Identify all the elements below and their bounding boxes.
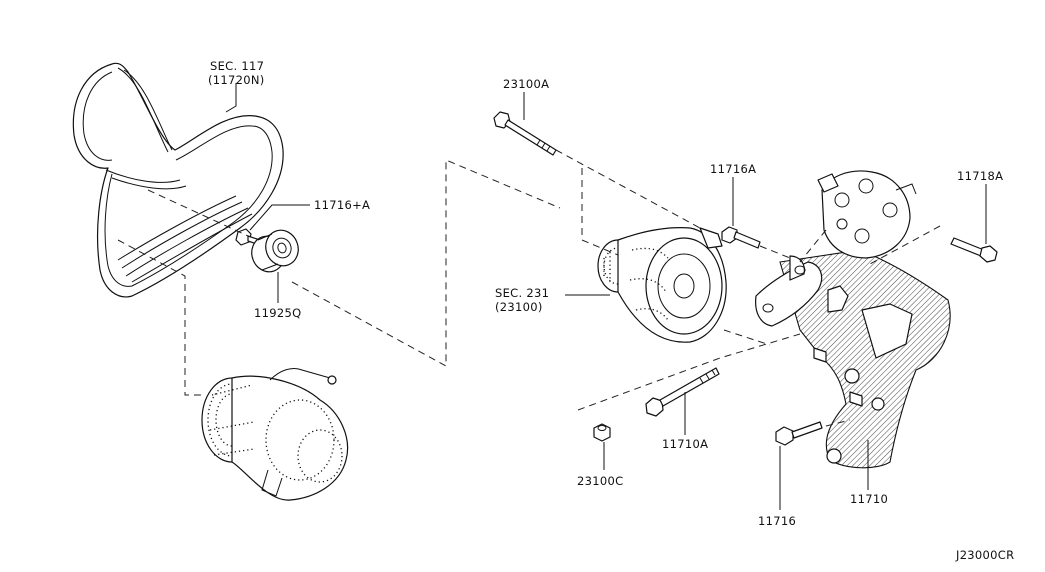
bracket-long-bolt-label: 11710A xyxy=(662,437,708,451)
belt-part-label: (11720N) xyxy=(208,73,265,87)
bracket-bolt-11716[interactable] xyxy=(775,421,823,446)
belt-sec-label: SEC. 117 xyxy=(210,59,264,73)
mounting-bracket xyxy=(755,249,951,469)
alternator-long-bolt-label: 23100A xyxy=(503,77,549,91)
engine-pump xyxy=(817,170,917,259)
assembly-lines xyxy=(117,149,941,427)
alternator-nut-23100c[interactable] xyxy=(593,423,611,442)
alternator-part-label: (23100) xyxy=(495,300,543,314)
alternator-long-bolt[interactable] xyxy=(493,111,557,156)
alternator-nut-label: 23100C xyxy=(577,474,623,488)
bracket-bolt-11716a[interactable] xyxy=(721,226,761,249)
bracket-long-bolt-11710a[interactable] xyxy=(645,367,720,417)
bracket-bolt-bottom-label: 11716 xyxy=(758,514,796,528)
diagram-code: J23000CR xyxy=(955,548,1014,562)
leader-lines xyxy=(225,83,987,510)
alternator-sec-label: SEC. 231 xyxy=(495,286,549,300)
bracket-bolt-11718a[interactable] xyxy=(950,237,998,263)
drive-belt[interactable] xyxy=(72,62,284,298)
alternator xyxy=(597,227,727,343)
bracket-bolt-right-label: 11718A xyxy=(957,169,1003,183)
idler-pulley[interactable] xyxy=(247,226,303,277)
idler-pulley-label: 11925Q xyxy=(254,306,301,320)
bracket-label: 11710 xyxy=(850,492,888,506)
idler-bolt-label: 11716+A xyxy=(314,198,370,212)
bracket-bolt-top-label: 11716A xyxy=(710,162,756,176)
ac-compressor xyxy=(201,367,349,501)
